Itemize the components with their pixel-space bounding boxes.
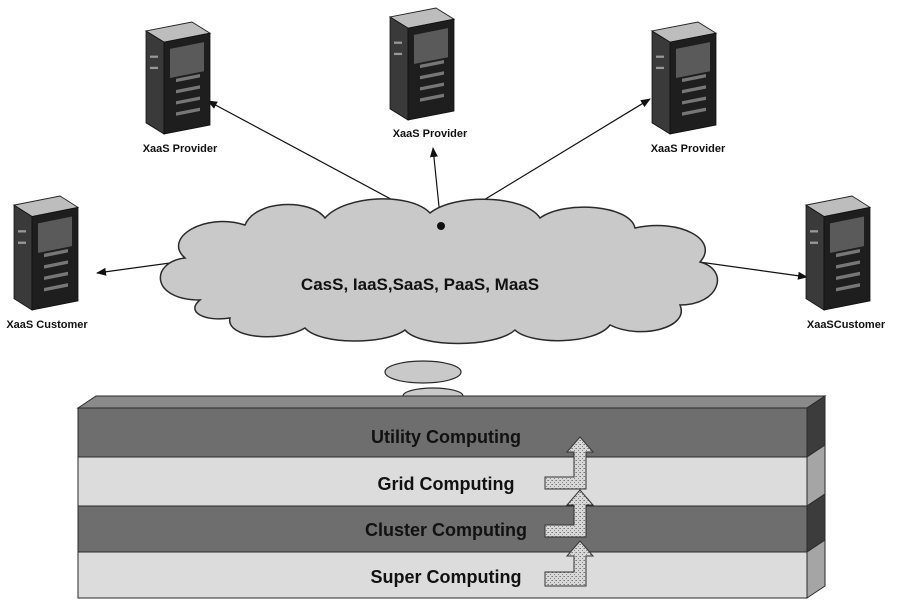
layer-label: Grid Computing xyxy=(378,474,515,494)
layer-super-computing: Super Computing xyxy=(77,539,826,599)
server-label: XaaS Provider xyxy=(393,128,468,140)
step-arrow-up-icon xyxy=(544,489,595,538)
layer-side xyxy=(806,539,826,599)
layer-front xyxy=(77,456,808,507)
server-label: XaaSCustomer xyxy=(807,319,886,331)
layer-label: Utility Computing xyxy=(371,427,521,447)
thought-bubble-large xyxy=(384,360,462,384)
server-tower-icon xyxy=(145,21,211,135)
layer-utility-computing: Utility Computing xyxy=(77,395,826,458)
layer-front xyxy=(77,551,808,599)
layer-label: Super Computing xyxy=(371,567,522,587)
step-arrow-up-icon xyxy=(544,436,595,490)
server-tower-icon xyxy=(13,195,79,311)
server-provider-center: XaaS Provider xyxy=(389,7,468,140)
server-label: XaaS Customer xyxy=(6,319,88,331)
server-tower-icon xyxy=(389,7,455,121)
cloud-hub xyxy=(437,222,445,230)
server-label: XaaS Provider xyxy=(143,143,218,155)
layer-front xyxy=(77,505,808,553)
upward-arrows xyxy=(544,436,595,587)
cloud-shape xyxy=(159,198,719,345)
layer-grid-computing: Grid Computing xyxy=(77,444,826,507)
server-provider-left: XaaS Provider xyxy=(143,21,218,155)
step-arrow-up-icon xyxy=(544,540,595,587)
cloud-label: CasS, IaaS,SaaS, PaaS, MaaS xyxy=(301,275,539,294)
server-provider-right: XaaS Provider xyxy=(651,21,726,155)
server-tower-icon xyxy=(651,21,717,135)
layer-cluster-computing: Cluster Computing xyxy=(77,493,826,553)
server-label: XaaS Provider xyxy=(651,143,726,155)
layer-label: Cluster Computing xyxy=(365,520,527,540)
stack-top-face xyxy=(76,395,827,409)
computing-layer-stack: Utility Computing Grid Computing Cluster… xyxy=(76,395,827,599)
server-tower-icon xyxy=(805,195,871,311)
server-customer-left: XaaS Customer xyxy=(6,195,88,331)
service-cloud: CasS, IaaS,SaaS, PaaS, MaaS xyxy=(159,198,719,345)
server-customer-right: XaaSCustomer xyxy=(805,195,886,331)
